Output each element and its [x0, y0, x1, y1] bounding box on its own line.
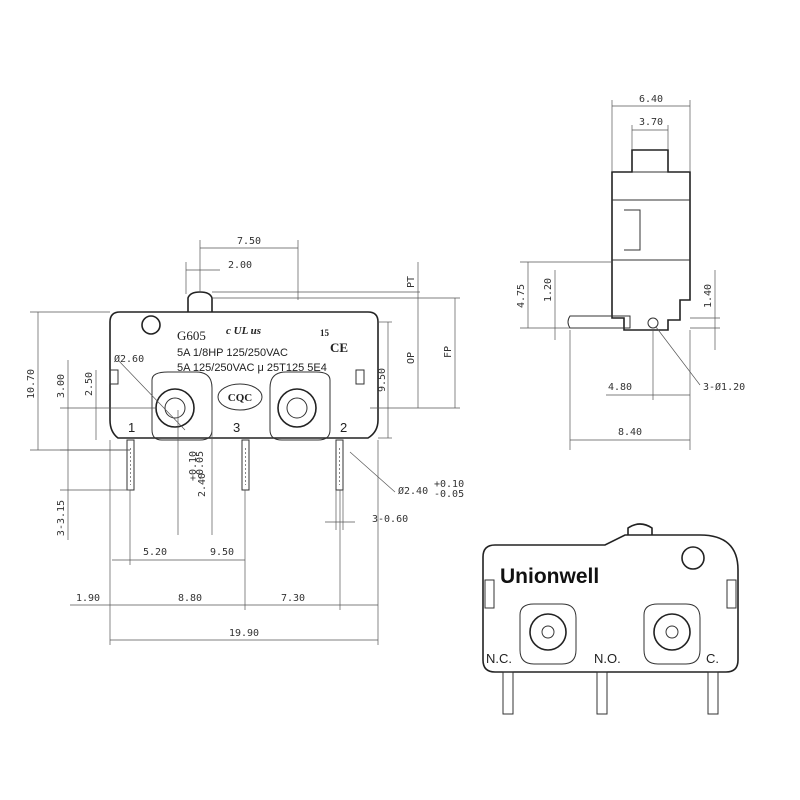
switch-body-outline: [109, 311, 379, 439]
cqc-logo: [217, 383, 263, 411]
actuator-plunger: [187, 291, 213, 312]
product-actuator: [627, 523, 653, 535]
right-notch: [355, 369, 365, 385]
terminal-pins: [126, 439, 344, 491]
dim-1-40: 1.40: [703, 284, 714, 308]
dim-hole-2-60: Ø2.60: [114, 353, 144, 365]
product-right-notch: [726, 579, 737, 609]
rating-line-2: 5A 125/250VAC μ 25T125 5E4: [177, 362, 327, 374]
cert-number: 15: [320, 328, 330, 338]
dim-op: OP: [406, 352, 417, 364]
side-terminal-tab: [567, 315, 631, 329]
dim-9-50-bottom: 9.50: [210, 547, 234, 558]
product-view: Unionwell N.C. N.O. C.: [482, 523, 739, 715]
dim-19-90: 19.90: [229, 628, 259, 639]
hole-nc: [151, 371, 213, 441]
dim-1-20: 1.20: [543, 278, 554, 302]
dim-2-40-vertical-sup: +0.10: [188, 451, 199, 481]
side-view: 6.40 3.70 4.75 1.20 1.40 4.80 8.40 3-Ø1.…: [516, 94, 745, 450]
dim-5-20: 5.20: [143, 547, 167, 558]
dim-8-80: 8.80: [178, 593, 202, 604]
dim-3-70: 3.70: [639, 117, 663, 128]
label-no: N.O.: [594, 651, 621, 666]
product-hole-nc: [519, 603, 577, 665]
front-view: CQC G605 c UL us 15 CE 5A 1/8HP 125/250V…: [26, 236, 464, 645]
terminal-3-label: 3: [233, 420, 240, 435]
product-hole-c: [643, 603, 701, 665]
ce-mark: CE: [330, 340, 348, 355]
dim-pt: PT: [406, 276, 417, 288]
dim-2-40-vertical: 2.40: [197, 473, 208, 497]
product-left-notch: [484, 579, 495, 609]
side-body-outline: [611, 149, 691, 331]
dim-3-3-15: 3-3.15: [56, 500, 67, 536]
dim-2-50: 2.50: [84, 372, 95, 396]
dim-pin-dia: Ø2.40: [398, 485, 428, 497]
product-body-outline: [482, 534, 739, 673]
side-hole: [647, 317, 659, 329]
dim-4-75: 4.75: [516, 284, 527, 308]
terminal-2-label: 2: [340, 420, 347, 435]
dim-10-70: 10.70: [26, 369, 37, 399]
dim-3-00: 3.00: [56, 374, 67, 398]
dim-fp: FP: [443, 346, 454, 358]
product-mounting-hole: [681, 546, 705, 570]
dim-2-00: 2.00: [228, 260, 252, 271]
mounting-hole: [141, 315, 161, 335]
product-pins: [502, 671, 719, 715]
label-nc: N.C.: [486, 651, 512, 666]
label-c: C.: [706, 651, 719, 666]
dim-1-90: 1.90: [76, 593, 100, 604]
model-label: G605: [177, 328, 206, 343]
dim-9-50-right: 9.50: [377, 368, 388, 392]
ul-logo: c UL us: [226, 325, 261, 337]
terminal-1-label: 1: [128, 420, 135, 435]
dim-holes-1-20: 3-Ø1.20: [703, 381, 745, 393]
dim-7-50: 7.50: [237, 236, 261, 247]
dim-8-40: 8.40: [618, 427, 642, 438]
left-notch: [109, 369, 119, 385]
dim-pin-dia-sub: -0.05: [434, 489, 464, 500]
cqc-label: CQC: [228, 392, 253, 404]
dim-pin-dia-sup: +0.10: [434, 479, 464, 490]
brand-logo: Unionwell: [500, 565, 599, 588]
hole-c: [269, 371, 331, 441]
dim-2-40-vertical-sub: -0.05: [195, 451, 206, 481]
dim-4-80: 4.80: [608, 382, 632, 393]
dim-7-30: 7.30: [281, 593, 305, 604]
dim-3-0-60: 3-0.60: [372, 514, 408, 525]
rating-line-1: 5A 1/8HP 125/250VAC: [177, 347, 288, 359]
dim-6-40: 6.40: [639, 94, 663, 105]
